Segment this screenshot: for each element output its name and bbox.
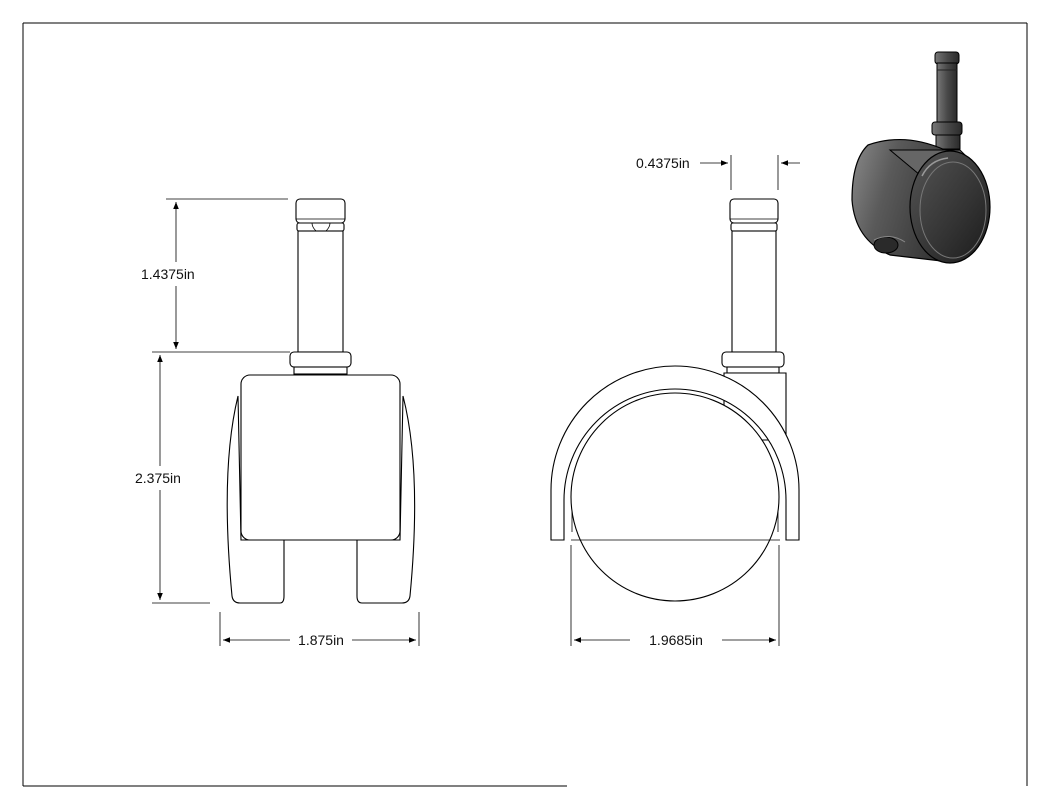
side-view: [550, 198, 800, 602]
dim-front-width: 1.875in: [298, 632, 344, 648]
dim-wheel-diameter: 1.9685in: [649, 632, 703, 648]
isometric-caster-view: [851, 51, 991, 264]
dim-body-height: 2.375in: [135, 470, 181, 486]
front-view: [226, 198, 416, 604]
front-view-dimensions: [152, 198, 420, 646]
side-view-dimensions: [570, 155, 800, 646]
dim-stem-diameter: 0.4375in: [636, 155, 690, 171]
sheet-border: [22, 22, 1028, 787]
dim-stem-height: 1.4375in: [141, 266, 195, 282]
